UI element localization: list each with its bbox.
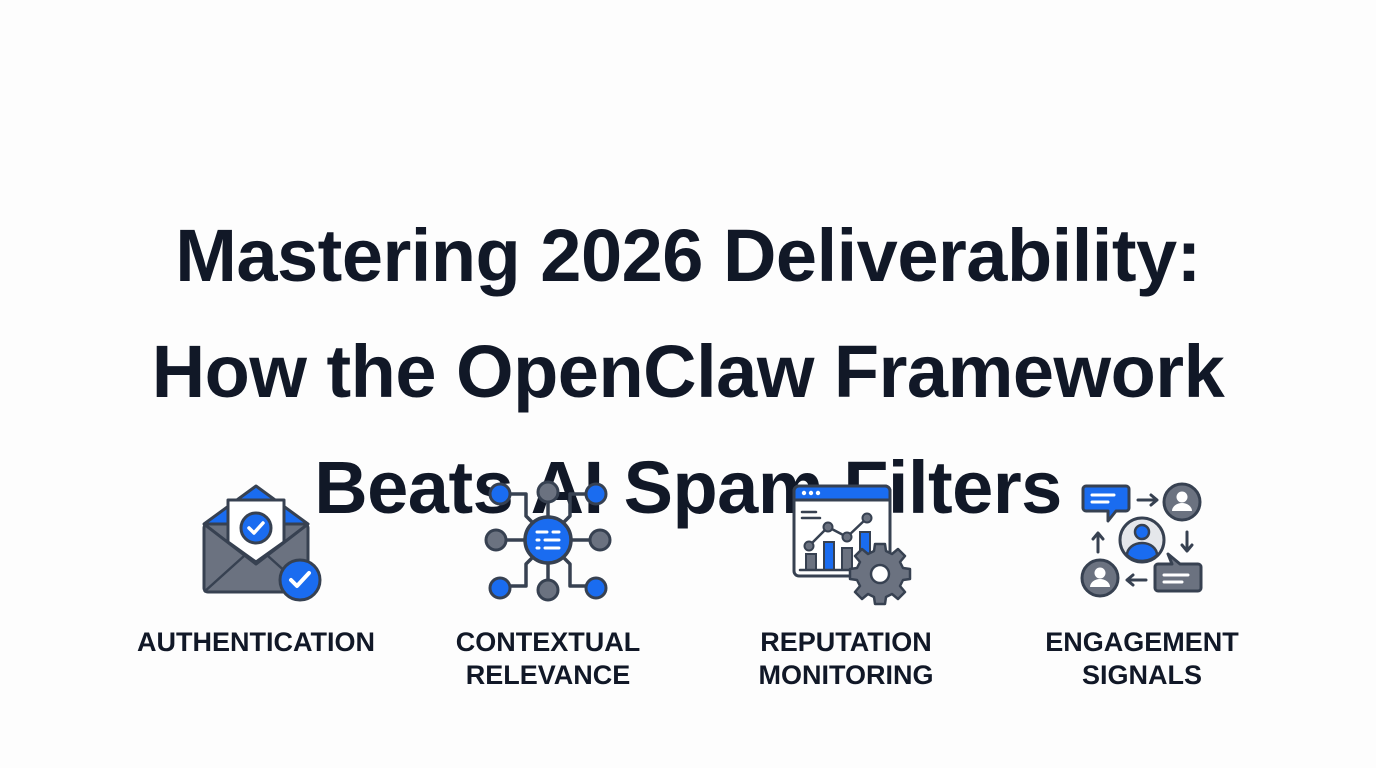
- feature-authentication: AUTHENTICATION: [106, 476, 406, 659]
- label-line: ENGAGEMENT: [1045, 627, 1239, 657]
- feature-contextual-relevance: CONTEXTUAL RELEVANCE: [398, 476, 698, 692]
- page-title: Mastering 2026 Deliverability: How the O…: [0, 198, 1376, 546]
- feature-label: ENGAGEMENT SIGNALS: [1045, 626, 1239, 692]
- label-line: AUTHENTICATION: [137, 627, 375, 657]
- feature-list: AUTHENTICATION: [0, 476, 1376, 706]
- feature-label: REPUTATION MONITORING: [759, 626, 934, 692]
- user-engagement-cycle-icon: [1080, 482, 1203, 598]
- label-line: REPUTATION: [760, 627, 932, 657]
- envelope-check-icon: [202, 484, 322, 602]
- network-hub-icon: [484, 480, 612, 602]
- feature-engagement-signals: ENGAGEMENT SIGNALS: [992, 476, 1292, 692]
- label-line: CONTEXTUAL: [455, 627, 641, 657]
- label-line: RELEVANCE: [465, 660, 631, 690]
- label-line: SIGNALS: [1081, 660, 1202, 690]
- title-line-2: How the OpenClaw Framework: [151, 329, 1225, 413]
- feature-label: CONTEXTUAL RELEVANCE: [456, 626, 641, 692]
- label-line: MONITORING: [758, 660, 934, 690]
- feature-reputation-monitoring: REPUTATION MONITORING: [696, 476, 996, 692]
- dashboard-gear-icon: [792, 484, 912, 606]
- title-line-1: Mastering 2026 Deliverability:: [175, 213, 1201, 297]
- title-line-3: Beats AI Spam Filters: [314, 445, 1062, 529]
- feature-label: AUTHENTICATION: [137, 626, 375, 659]
